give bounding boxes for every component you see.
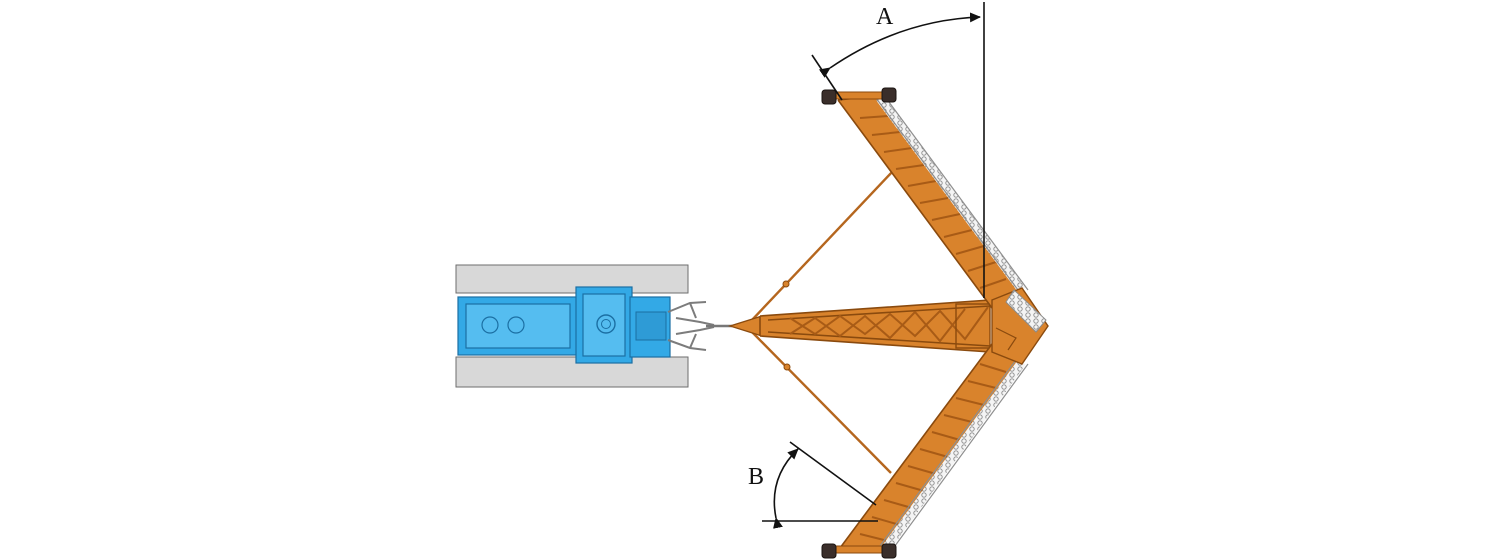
- upper-arm-chain: [876, 95, 1026, 293]
- angle-a-annotation: A: [811, 2, 985, 298]
- angle-b-annotation: B: [748, 441, 878, 529]
- angle-a-label: A: [876, 4, 894, 30]
- lower-arm-lacing: [859, 363, 1007, 542]
- lower-arm: [821, 343, 1029, 559]
- lower-left-wheel: [821, 543, 837, 559]
- vehicle-cab-hatch: [596, 314, 616, 334]
- lattice-boom: [727, 299, 991, 353]
- arm-edge-line: [789, 441, 877, 506]
- upper-right-wheel: [881, 87, 897, 103]
- boom-tip-cone: [727, 315, 763, 337]
- lower-track: [455, 356, 689, 388]
- lower-support-rod: [751, 331, 892, 474]
- upper-track: [455, 264, 689, 294]
- upper-arm-lacing: [859, 115, 1007, 289]
- lower-right-wheel: [881, 543, 897, 559]
- head-cutter: [991, 287, 1049, 365]
- vehicle-hatch-right: [507, 316, 525, 334]
- vehicle-hitch: [667, 301, 715, 351]
- upper-left-wheel: [821, 89, 837, 105]
- tracked-vehicle: [455, 264, 732, 388]
- support-rods: [751, 170, 894, 474]
- angle-a-arc: [818, 12, 981, 78]
- lower-arm-chain: [882, 359, 1026, 551]
- upper-support-rod: [751, 170, 894, 321]
- upper-arm: [821, 87, 1029, 309]
- angle-b-arc: [773, 448, 799, 529]
- angle-b-label: B: [748, 464, 764, 490]
- vehicle-hatch-left: [481, 316, 499, 334]
